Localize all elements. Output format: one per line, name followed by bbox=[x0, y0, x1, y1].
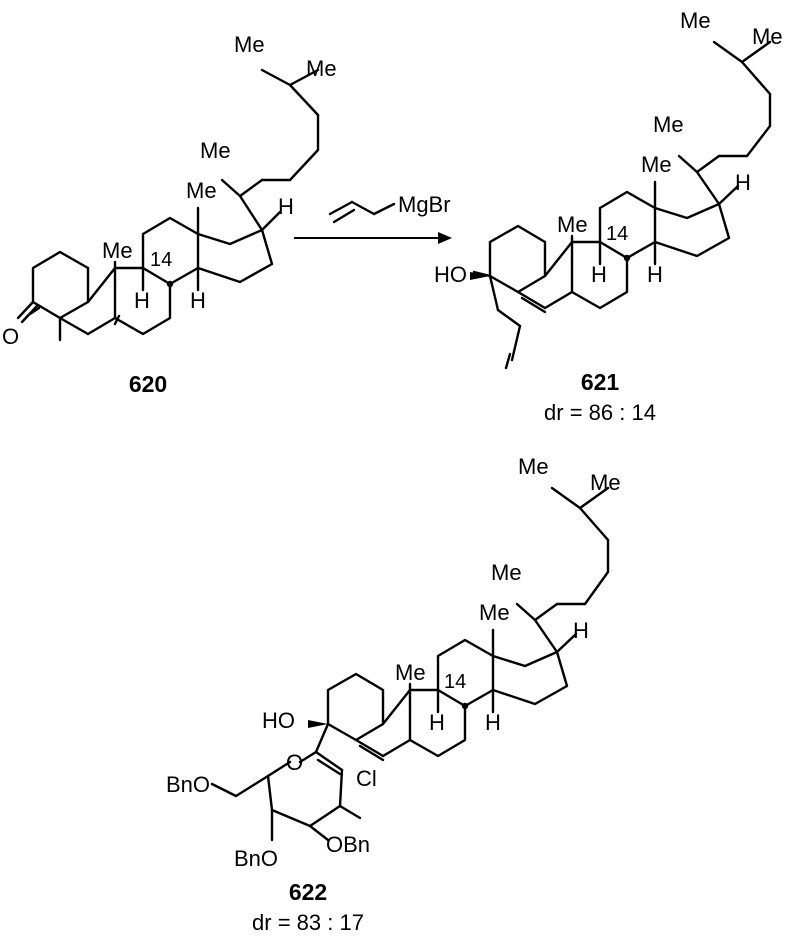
compound-620-methyl-label: Me bbox=[186, 178, 217, 203]
compound-621-bonds bbox=[472, 40, 772, 370]
compound-620-methyl-label: Me bbox=[200, 138, 231, 163]
compound-622-benzyloxy-label: OBn bbox=[326, 832, 370, 857]
compound-622-hydrogen-label: H bbox=[429, 710, 445, 735]
compound-620-methyl-label: Me bbox=[234, 32, 265, 57]
compound-622-hydroxyl-label: HO bbox=[262, 708, 295, 733]
compound-622: Me Me Me Me Me H H H 14 HO O Cl BnO OBn … bbox=[166, 454, 621, 935]
reaction-arrow-group: MgBr bbox=[294, 192, 452, 244]
compound-621-hydrogen-label: H bbox=[591, 262, 607, 287]
compound-622-methyl-label: Me bbox=[395, 660, 426, 685]
compound-622-methyl-label: Me bbox=[590, 470, 621, 495]
compound-620-bonds bbox=[16, 68, 320, 342]
compound-622-methyl-label: Me bbox=[479, 600, 510, 625]
compound-621-hydrogen-label: H bbox=[647, 262, 663, 287]
compound-621-locant: 14 bbox=[606, 223, 628, 245]
compound-620-hydrogen-label: H bbox=[190, 288, 206, 313]
compound-621-label: 621 bbox=[581, 369, 620, 395]
compound-622-benzyloxy-label: BnO bbox=[234, 846, 278, 871]
compound-622-locant: 14 bbox=[444, 671, 466, 693]
compound-622-dr: dr = 83 : 17 bbox=[252, 910, 364, 935]
compound-622-chloro-label: Cl bbox=[356, 766, 377, 791]
compound-622-bold-wedge bbox=[308, 720, 328, 728]
compound-620-hydrogen-label: H bbox=[278, 194, 294, 219]
compound-622-methyl-label: Me bbox=[518, 454, 549, 479]
compound-622-hydrogen-label: H bbox=[573, 618, 589, 643]
compound-622-bonds bbox=[210, 486, 610, 842]
compound-622-stereocenter-dot bbox=[461, 702, 469, 710]
compound-621: Me Me Me Me Me H H H 14 HO 621 dr = 86 :… bbox=[434, 8, 783, 425]
allyl-reagent-bonds bbox=[328, 200, 396, 224]
compound-621-hydroxyl-label: HO bbox=[434, 262, 467, 287]
compound-620-oxygen-label: O bbox=[2, 324, 19, 349]
compound-620-methyl-label: Me bbox=[306, 56, 337, 81]
compound-621-methyl-label: Me bbox=[680, 8, 711, 33]
reaction-arrow-head bbox=[438, 232, 452, 244]
compound-621-methyl-label: Me bbox=[557, 212, 588, 237]
compound-621-methyl-label: Me bbox=[653, 112, 684, 137]
compound-622-label: 622 bbox=[289, 879, 327, 905]
compound-620-label: 620 bbox=[129, 371, 167, 397]
compound-620-stereocenter-dot bbox=[166, 280, 174, 288]
compound-621-stereocenter-dot bbox=[623, 254, 631, 262]
compound-620-methyl-label: Me bbox=[102, 238, 133, 263]
compound-622-hydrogen-label: H bbox=[485, 710, 501, 735]
compound-620: Me Me Me Me Me H H H 14 O 620 bbox=[2, 32, 337, 397]
compound-620-locant: 14 bbox=[150, 249, 172, 271]
compound-621-hydrogen-label: H bbox=[735, 170, 751, 195]
compound-620-hydrogen-label: H bbox=[134, 288, 150, 313]
compound-622-methyl-label: Me bbox=[491, 560, 522, 585]
compound-621-methyl-label: Me bbox=[641, 152, 672, 177]
compound-621-bold-wedge bbox=[470, 272, 490, 280]
reagent-label: MgBr bbox=[398, 192, 451, 217]
compound-621-methyl-label: Me bbox=[752, 24, 783, 49]
compound-621-dr: dr = 86 : 14 bbox=[544, 400, 656, 425]
compound-622-benzyloxy-label: BnO bbox=[166, 772, 210, 797]
compound-622-ring-oxygen-label: O bbox=[286, 750, 303, 775]
